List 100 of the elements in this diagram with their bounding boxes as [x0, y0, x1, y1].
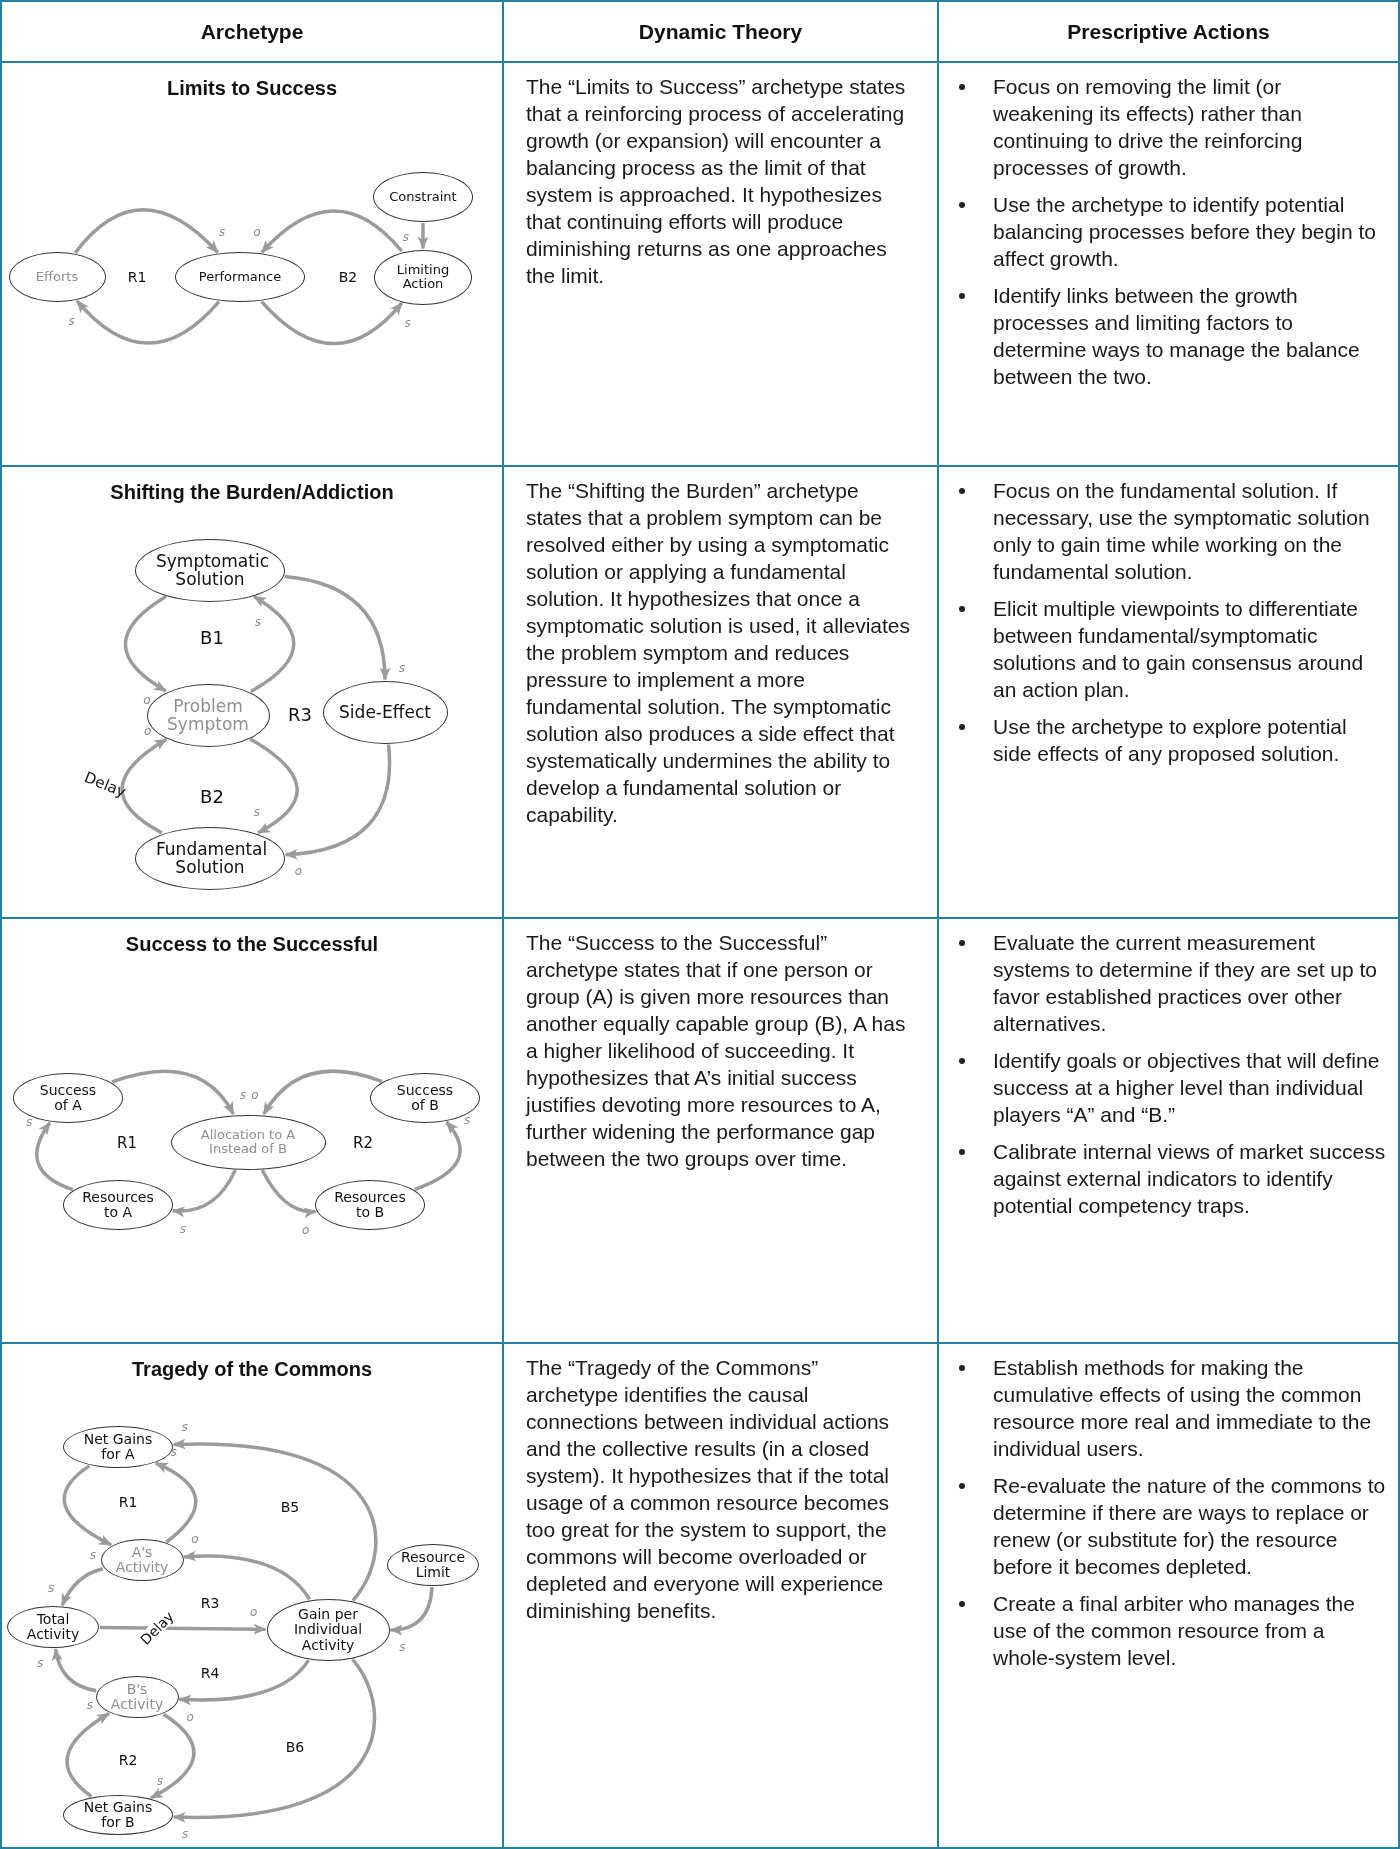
polarity-label: s: [179, 1222, 186, 1235]
arrow: [73, 208, 219, 254]
column-header: Dynamic Theory: [638, 19, 803, 44]
archetype-title: Tragedy of the Commons: [131, 1358, 373, 1381]
action-text: Calibrate internal views of market success against external indicators to identify potential competency traps.: [993, 1139, 1387, 1219]
polarity-label: o: [253, 226, 261, 239]
polarity-label: o: [302, 1223, 310, 1236]
theory-text: The “Limits to Success” archetype states that a reinforcing process of accelerating growth (or expansion) will encounter a balancing process as the limit of that system is approached. It hypothesizes that continuing efforts will produce diminishing returns as one approaches the limit.: [526, 74, 907, 289]
action-text: Use the archetype to identify potential balancing processes before they begin to affect growth.: [993, 192, 1377, 272]
polarity-label: s: [170, 1446, 177, 1459]
arrow: [284, 744, 392, 860]
variable-label: Allocation to A Instead of B: [199, 1127, 297, 1157]
loop-label: R1: [117, 1495, 139, 1509]
archetype-title: Success to the Successful: [124, 933, 380, 956]
arrow: [172, 1658, 376, 1823]
polarity-label: o: [250, 1606, 258, 1619]
variable-ellipse: [100, 1539, 184, 1581]
archetype-title: Shifting the Burden/Addiction: [109, 481, 395, 504]
variable-label: Total Activity: [25, 1611, 81, 1643]
polarity-label: s: [219, 226, 226, 239]
archetype-title: Limits to Success: [165, 77, 339, 100]
arrow: [260, 300, 404, 346]
polarity-label: o: [186, 1711, 194, 1723]
theory-text: The “Shifting the Burden” archetype states that a problem symptom can be resolved either by using a symptomatic solution or applying a fundamental solution. It hypothesizes that once a symptomatic solution is used, it alleviates the problem symptom and reduces pressure to implement a more fundamental solution. The symptomatic solution also produces a side effect that systematically undermines the ability to develop a fundamental solution or capability.: [526, 478, 911, 828]
polarity-label: s: [254, 616, 262, 628]
arrow: [249, 737, 299, 835]
loop-label: R3: [199, 1596, 221, 1610]
variable-label: Success of B: [395, 1082, 455, 1114]
variable-label: Gain per Individual Activity: [292, 1607, 364, 1653]
polarity-label: s: [156, 1775, 164, 1787]
polarity-label: o: [143, 724, 152, 737]
polarity-label: s: [239, 1089, 247, 1102]
variable-label: Fundamental Solution: [156, 839, 264, 877]
arrow: [284, 574, 390, 681]
polarity-label: s: [37, 1656, 44, 1669]
variable-label: Limiting Action: [395, 262, 451, 292]
variable-label: Efforts: [35, 270, 79, 284]
arrow: [262, 1069, 383, 1115]
loop-label: B2: [337, 270, 359, 284]
arrow: [120, 737, 168, 835]
action-text: Establish methods for making the cumulative effects of using the common resource more real and immediate to the individual users.: [993, 1355, 1373, 1462]
arrow: [250, 595, 296, 693]
polarity-label: s: [464, 1113, 471, 1126]
polarity-label: s: [89, 1548, 96, 1561]
arrow: [171, 1169, 237, 1217]
polarity-label: s: [48, 1581, 55, 1594]
variable-label: Side-Effect: [339, 702, 431, 722]
column-header: Prescriptive Actions: [1067, 19, 1270, 44]
loop-label: R2: [352, 1135, 374, 1151]
arrow: [60, 1567, 104, 1607]
arrow: [149, 1712, 196, 1800]
arrow: [389, 1586, 434, 1635]
variable-label: Net Gains for A: [82, 1431, 154, 1463]
polarity-label: s: [404, 316, 411, 329]
arrow: [52, 1647, 97, 1693]
loop-label: R2: [117, 1753, 139, 1767]
arrow: [65, 1712, 110, 1798]
action-text: Focus on the fundamental solution. If necessary, use the symptomatic solution only to gain time while working on the fundamental solution.: [993, 478, 1371, 585]
polarity-label: s: [86, 1698, 94, 1711]
arrow: [183, 1550, 312, 1601]
loop-label: B5: [279, 1500, 301, 1514]
polarity-label: s: [402, 230, 410, 243]
column-header: Archetype: [200, 19, 304, 44]
action-text: Identify links between the growth processes and limiting factors to determine ways to manage the balance between the two.: [993, 283, 1361, 390]
action-text: Re-evaluate the nature of the commons to determine if there are ways to replace or renew (or substitute for) the resource before it becomes depleted.: [993, 1473, 1387, 1580]
variable-label: Resource Limit: [399, 1549, 467, 1581]
polarity-label: o: [251, 1089, 259, 1102]
polarity-label: o: [143, 693, 151, 706]
variable-label: Net Gains for B: [82, 1799, 154, 1831]
polarity-label: s: [253, 806, 261, 818]
actions-cell: [937, 1342, 1400, 1849]
loop-label: R3: [287, 706, 313, 724]
action-text: Use the archetype to explore potential side effects of any proposed solution.: [993, 714, 1348, 767]
variable-label: Success of A: [38, 1082, 98, 1114]
arrow: [172, 1439, 378, 1602]
polarity-label: s: [68, 314, 75, 327]
header-cell: [937, 0, 1400, 63]
loop-label: R1: [126, 270, 148, 284]
variable-label: Resources to A: [81, 1189, 155, 1221]
polarity-label: o: [191, 1533, 199, 1546]
theory-text: The “Success to the Successful” archetype states that if one person or group (A) is given more resources than another equally capable group (B), A has a higher likelihood of succeeding. It hypothesizes that A’s initial success justifies devoting more resources to A, further widening the performance gap between the two groups over time.: [526, 930, 907, 1172]
arrow: [178, 1659, 310, 1706]
loop-label: R4: [199, 1666, 221, 1680]
polarity-label: s: [25, 1116, 33, 1129]
arrow: [111, 1069, 235, 1115]
variable-ellipse: [95, 1676, 179, 1718]
polarity-label: s: [182, 1828, 189, 1841]
loop-label: B2: [199, 788, 225, 806]
loop-label: B6: [284, 1740, 306, 1754]
arrow: [35, 1121, 74, 1192]
arrow: [260, 1169, 317, 1218]
arrow: [417, 223, 429, 250]
arrow: [62, 1464, 113, 1547]
variable-label: Performance: [198, 270, 282, 284]
variable-label: B's Activity: [109, 1681, 165, 1713]
polarity-label: s: [181, 1421, 188, 1434]
loop-label: B1: [199, 629, 225, 647]
action-text: Focus on removing the limit (or weakening its effects) rather than continuing to drive the reinforcing processes of growth.: [993, 74, 1304, 181]
arrow: [154, 1461, 198, 1544]
variable-ellipse: [315, 1180, 425, 1230]
